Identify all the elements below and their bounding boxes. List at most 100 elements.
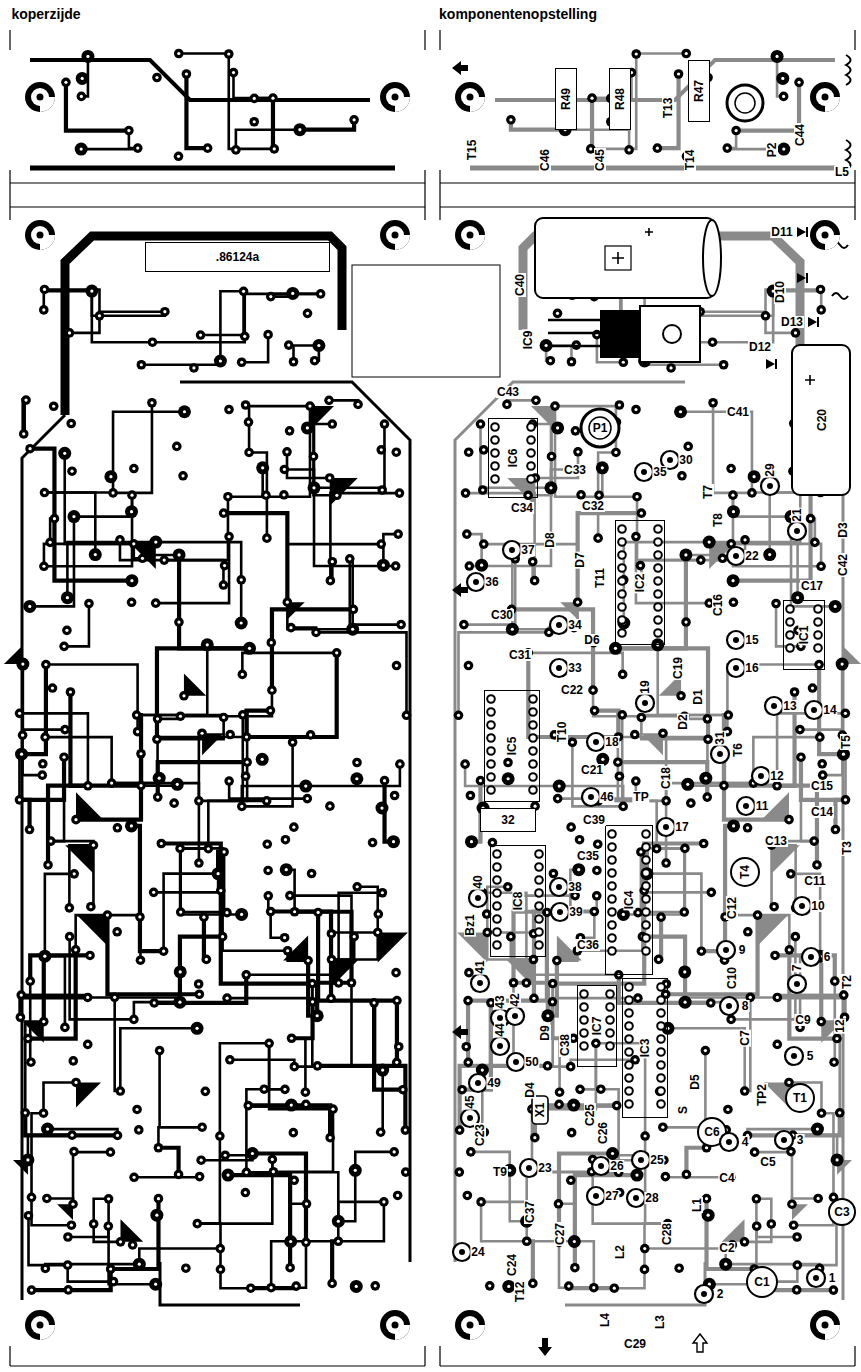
solder-pad xyxy=(240,913,243,916)
solder-pad xyxy=(476,1197,486,1207)
solder-pad xyxy=(591,1039,601,1049)
solder-pad xyxy=(393,1191,403,1201)
solder-pad xyxy=(719,360,729,370)
solder-pad xyxy=(116,826,119,829)
solder-pad xyxy=(67,466,77,476)
solder-pad xyxy=(615,400,625,410)
solder-pad xyxy=(70,1224,73,1227)
solder-pad xyxy=(809,836,819,846)
solder-pad xyxy=(92,1222,95,1225)
copper-track xyxy=(54,519,131,581)
solder-pad xyxy=(173,996,186,1009)
solder-pad xyxy=(49,541,52,544)
track-shadow xyxy=(481,1202,527,1241)
copper-track xyxy=(44,544,134,566)
solder-pad xyxy=(63,645,66,648)
solder-pad xyxy=(306,730,316,740)
solder-pad xyxy=(289,1128,299,1138)
solder-pad xyxy=(171,778,184,791)
solder-pad xyxy=(832,1196,835,1199)
copper-track xyxy=(160,1262,300,1305)
solder-pad xyxy=(548,997,558,1007)
solder-pad xyxy=(636,911,639,914)
solder-pad xyxy=(223,492,233,502)
copper-track xyxy=(164,497,228,560)
solder-pad xyxy=(222,716,225,719)
solder-pad xyxy=(728,490,738,500)
solder-pad xyxy=(381,488,384,491)
solder-pad xyxy=(112,927,122,937)
solder-pad xyxy=(658,728,668,738)
solder-pad xyxy=(356,403,359,406)
solder-pad xyxy=(42,308,45,311)
solder-pad xyxy=(816,1017,826,1027)
solder-pad xyxy=(740,1086,750,1096)
solder-pad xyxy=(577,868,580,871)
solder-pad xyxy=(68,935,71,938)
solder-pad xyxy=(349,605,359,615)
solder-pad xyxy=(726,730,729,733)
solder-pad xyxy=(283,936,286,939)
solder-pad xyxy=(752,475,755,478)
solder-pad xyxy=(530,1133,540,1143)
solder-pad xyxy=(74,948,77,951)
solder-pad xyxy=(305,1202,308,1205)
solder-pad xyxy=(533,579,536,582)
solder-pad xyxy=(298,128,301,131)
component-outline xyxy=(581,409,619,447)
solder-pad xyxy=(330,932,333,935)
solder-pad xyxy=(820,308,823,311)
solder-pad xyxy=(621,713,624,716)
solder-pad xyxy=(395,999,398,1002)
solder-pad xyxy=(674,405,687,418)
copper-track xyxy=(242,786,306,806)
track-shadow xyxy=(527,1241,533,1283)
solder-pad xyxy=(631,776,641,786)
solder-pad xyxy=(88,954,91,957)
track-shadow xyxy=(709,1199,756,1284)
solder-pad xyxy=(265,537,268,540)
solder-pad xyxy=(644,1134,647,1137)
copper-track xyxy=(154,874,218,893)
solder-pad xyxy=(291,741,294,744)
solder-pad xyxy=(303,956,313,966)
solder-pad xyxy=(280,933,290,943)
solder-pad xyxy=(290,1103,293,1106)
solder-pad xyxy=(699,839,709,849)
board-edge xyxy=(854,170,855,220)
solder-pad xyxy=(308,997,318,1007)
solder-pad xyxy=(405,714,408,717)
solder-pad xyxy=(611,448,621,458)
solder-pad xyxy=(227,52,230,55)
solder-pad xyxy=(639,564,642,567)
solder-pad xyxy=(38,770,48,780)
solder-pad xyxy=(306,312,309,315)
solder-pad xyxy=(567,1128,577,1138)
solder-pad xyxy=(615,1104,618,1107)
solder-pad xyxy=(325,1133,335,1143)
solder-pad xyxy=(263,1088,266,1091)
component-outline xyxy=(548,319,600,322)
copper-track xyxy=(24,400,26,434)
board-edge xyxy=(439,30,440,50)
solder-pad xyxy=(461,1042,471,1052)
solder-pad xyxy=(45,538,55,548)
solder-pad xyxy=(267,869,270,872)
solder-pad xyxy=(194,979,204,989)
solder-pad xyxy=(113,996,116,999)
solder-pad xyxy=(558,784,561,787)
board-edge xyxy=(424,30,425,50)
track-shadow xyxy=(528,653,622,675)
solder-pad xyxy=(787,818,790,821)
solder-pad xyxy=(383,422,386,425)
solder-pad xyxy=(281,835,291,845)
solder-pad xyxy=(376,539,386,549)
solder-pad xyxy=(201,1126,204,1129)
solder-pad xyxy=(327,419,337,429)
solder-pad xyxy=(149,998,159,1008)
solder-pad xyxy=(718,553,728,563)
solder-pad xyxy=(576,490,586,500)
solder-pad xyxy=(184,1267,187,1270)
solder-pad xyxy=(555,1087,565,1097)
solder-pad xyxy=(820,1112,823,1115)
